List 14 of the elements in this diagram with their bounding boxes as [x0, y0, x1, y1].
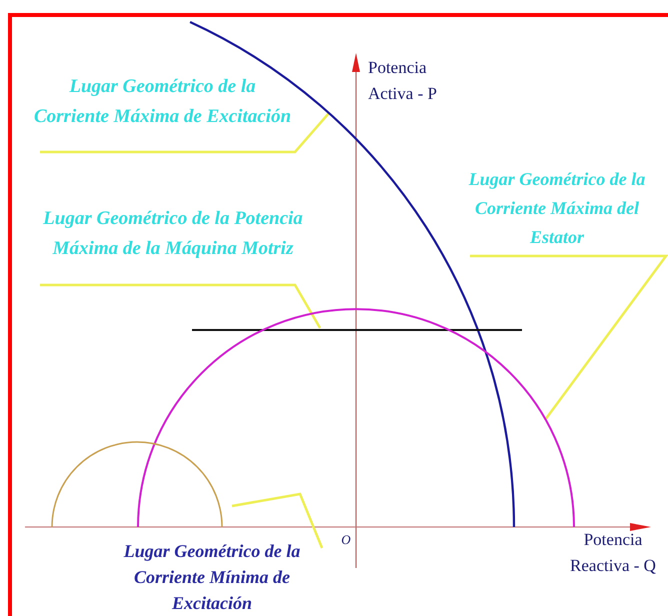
axis-label: Potencia Reactiva - Q	[569, 529, 657, 577]
callout-text: Lugar Geométrico de la Corriente Máxima del Estator	[468, 168, 646, 249]
leader-line	[470, 254, 668, 421]
power-limit-line	[192, 329, 522, 331]
min-excitation-semicircle	[51, 441, 223, 528]
leader-line	[232, 492, 324, 548]
origin-label: O	[340, 531, 352, 549]
leader-line	[40, 284, 322, 329]
callout-text: Lugar Geométrico de la Potencia Máxima de la Máquina Motriz	[42, 207, 304, 261]
callout-text: Lugar Geométrico de la Corriente Máxima de Excitación	[32, 75, 292, 129]
stator-limit-semicircle	[137, 308, 575, 528]
callout-text: Lugar Geométrico de la Corriente Mínima de Excitación	[122, 540, 302, 615]
leader-line	[40, 112, 330, 154]
axis-label: Potencia Activa - P	[368, 57, 438, 105]
